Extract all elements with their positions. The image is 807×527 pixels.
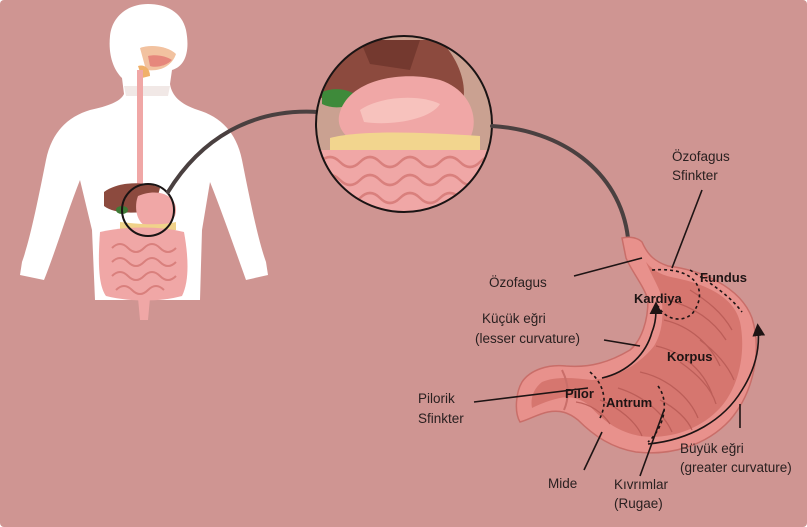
label-kivrimlar-line2: (Rugae) [614, 495, 663, 512]
label-buyuk-egri-line2: (greater curvature) [680, 459, 792, 476]
label-fundus: Fundus [700, 269, 747, 286]
label-pilorik-line1: Pilorik [418, 390, 455, 407]
label-buyuk-egri-line1: Büyük eğri [680, 440, 744, 457]
label-antrum: Antrum [606, 394, 652, 411]
label-kucuk-egri-line2: (lesser curvature) [475, 330, 580, 347]
label-korpus: Korpus [667, 348, 713, 365]
label-pilor: Pilor [565, 385, 594, 402]
label-kardiya: Kardiya [634, 290, 682, 307]
label-pilorik-line2: Sfinkter [418, 410, 464, 427]
label-ozofagus-sfinkter-line1: Özofagus [672, 148, 730, 165]
label-kivrimlar-line1: Kıvrımlar [614, 476, 668, 493]
label-kucuk-egri-line1: Küçük eğri [482, 310, 546, 327]
label-ozofagus-sfinkter-line2: Sfinkter [672, 167, 718, 184]
label-ozofagus: Özofagus [489, 274, 547, 291]
label-mide: Mide [548, 475, 577, 492]
